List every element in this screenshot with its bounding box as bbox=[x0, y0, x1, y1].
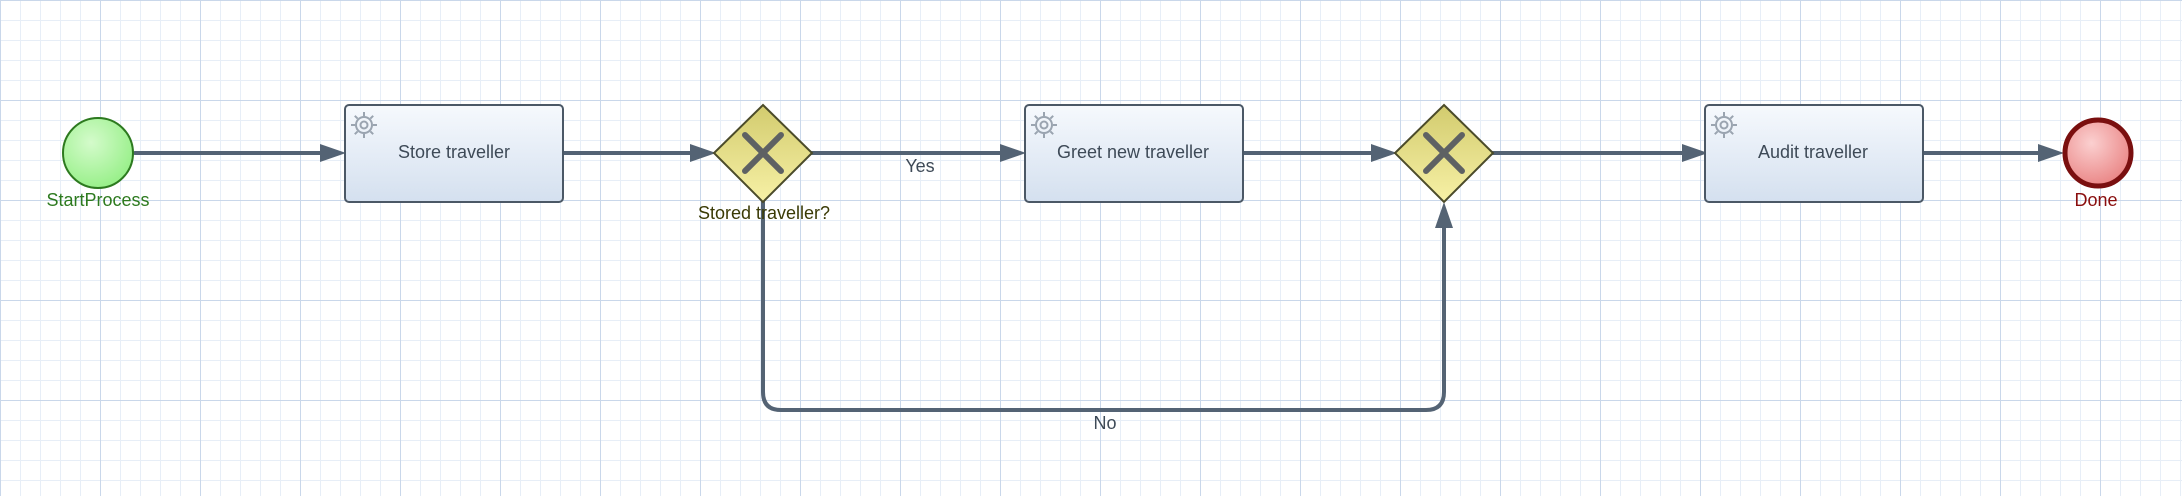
task-label: Audit traveller bbox=[1758, 142, 1868, 162]
close-icon bbox=[1423, 132, 1465, 174]
arrowhead-icon bbox=[1000, 144, 1026, 162]
arrowhead-icon bbox=[1682, 144, 1708, 162]
arrowhead-icon bbox=[1371, 144, 1397, 162]
task-label: Greet new traveller bbox=[1057, 142, 1209, 162]
gateway-label: Stored traveller? bbox=[698, 203, 830, 223]
gear-icon bbox=[1711, 112, 1737, 138]
task-store-traveller[interactable]: Store traveller bbox=[344, 104, 564, 203]
gateway-merge[interactable] bbox=[1393, 103, 1495, 204]
end-event-label: Done bbox=[2074, 190, 2117, 210]
end-event[interactable] bbox=[2062, 117, 2134, 189]
close-icon bbox=[742, 132, 784, 174]
flow-label-yes: Yes bbox=[905, 156, 934, 176]
sequence-flows bbox=[133, 144, 2064, 412]
gear-icon bbox=[351, 112, 377, 138]
arrowhead-icon bbox=[690, 144, 716, 162]
start-event-label: StartProcess bbox=[46, 190, 149, 210]
task-audit-traveller[interactable]: Audit traveller bbox=[1704, 104, 1924, 203]
flow-no-to-merge[interactable] bbox=[761, 200, 1446, 412]
flow-label-no: No bbox=[1093, 413, 1116, 433]
task-greet-new-traveller[interactable]: Greet new traveller bbox=[1024, 104, 1244, 203]
start-event[interactable] bbox=[62, 117, 134, 189]
task-label: Store traveller bbox=[398, 142, 510, 162]
gateway-stored-traveller[interactable] bbox=[712, 103, 814, 204]
arrowhead-icon bbox=[2038, 144, 2064, 162]
arrowhead-icon bbox=[320, 144, 346, 162]
gear-icon bbox=[1031, 112, 1057, 138]
arrowhead-icon bbox=[1435, 202, 1453, 228]
